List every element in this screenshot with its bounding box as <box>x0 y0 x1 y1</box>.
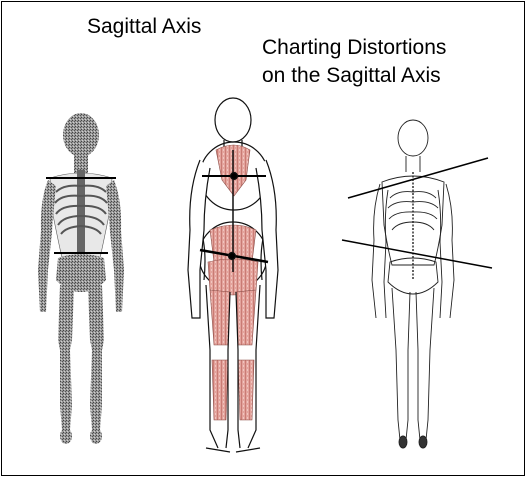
fig1-left-foot <box>60 428 72 444</box>
figure-1-skeleton <box>38 113 124 444</box>
fig3-right-foot <box>419 436 427 448</box>
fig3-hip-axis-line <box>342 240 492 268</box>
fig1-head <box>63 113 99 157</box>
fig2-left-calf <box>212 360 228 420</box>
fig1-left-leg <box>58 285 74 430</box>
fig1-right-arm <box>106 180 124 312</box>
fig2-head <box>215 98 251 142</box>
fig3-head <box>398 120 428 156</box>
fig2-shoulder-point <box>231 173 238 180</box>
fig2-hip-point <box>229 253 236 260</box>
fig3-torso <box>382 176 444 265</box>
fig2-right-thigh <box>236 290 256 345</box>
fig1-spine <box>77 170 85 265</box>
fig2-right-calf <box>238 360 254 420</box>
fig3-left-foot <box>399 436 407 448</box>
fig2-feet <box>206 448 260 452</box>
figure-2-muscular <box>188 98 278 452</box>
fig1-right-foot <box>90 428 102 444</box>
fig3-left-arm <box>372 184 388 318</box>
fig3-legs <box>392 288 434 440</box>
fig1-left-arm <box>38 180 56 312</box>
fig1-right-leg <box>88 285 104 430</box>
fig3-neck <box>406 156 420 172</box>
fig2-left-thigh <box>210 290 230 345</box>
figure-3-skeleton-outline <box>342 120 492 448</box>
fig3-right-arm <box>438 184 454 318</box>
